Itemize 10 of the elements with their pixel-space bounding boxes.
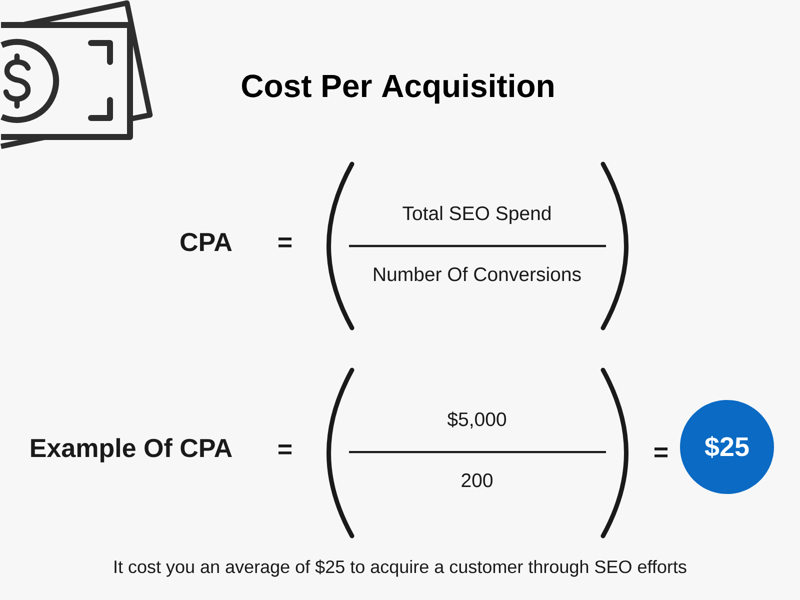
denominator: 200 bbox=[462, 473, 492, 488]
formula-term: CPA bbox=[180, 232, 232, 252]
equals-sign: = bbox=[278, 238, 292, 248]
numerator: $5,000 bbox=[447, 412, 506, 428]
equals-sign: = bbox=[278, 444, 292, 454]
denominator: Number Of Conversions bbox=[374, 266, 581, 282]
numerator: Total SEO Spend bbox=[402, 206, 550, 224]
title: Cost Per Acquisition bbox=[242, 74, 554, 104]
formula-term: Example Of CPA bbox=[31, 438, 232, 462]
caption: It cost you an average of $25 to acquire a customer through SEO efforts bbox=[114, 560, 686, 577]
